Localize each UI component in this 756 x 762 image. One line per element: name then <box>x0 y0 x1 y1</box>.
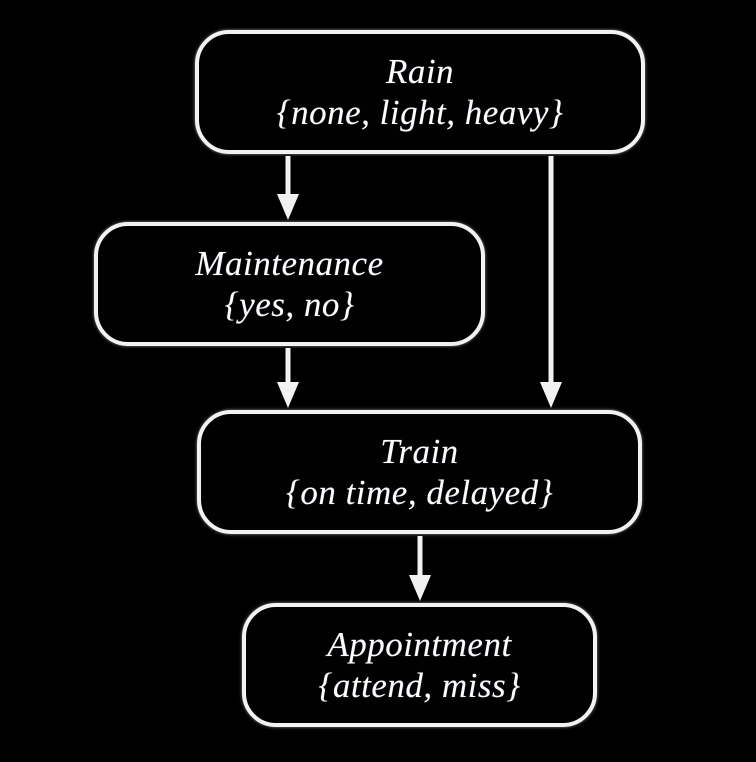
node-appointment[interactable]: Appointment {attend, miss} <box>242 603 597 727</box>
node-rain[interactable]: Rain {none, light, heavy} <box>195 30 645 154</box>
node-maintenance-states: {yes, no} <box>224 285 355 324</box>
node-train-label: Train <box>380 431 459 471</box>
node-train-states: {on time, delayed} <box>285 473 554 512</box>
node-appointment-states: {attend, miss} <box>318 666 521 705</box>
node-rain-label: Rain <box>385 51 455 91</box>
edge-train-to-appointment <box>395 536 445 601</box>
node-maintenance-label: Maintenance <box>195 243 384 283</box>
edge-maintenance-to-train <box>263 348 313 408</box>
edge-rain-to-maintenance <box>263 156 313 220</box>
node-maintenance[interactable]: Maintenance {yes, no} <box>94 222 485 346</box>
node-appointment-label: Appointment <box>327 624 512 664</box>
edge-rain-to-train <box>526 156 576 408</box>
node-rain-states: {none, light, heavy} <box>276 93 564 132</box>
node-train[interactable]: Train {on time, delayed} <box>197 410 642 534</box>
